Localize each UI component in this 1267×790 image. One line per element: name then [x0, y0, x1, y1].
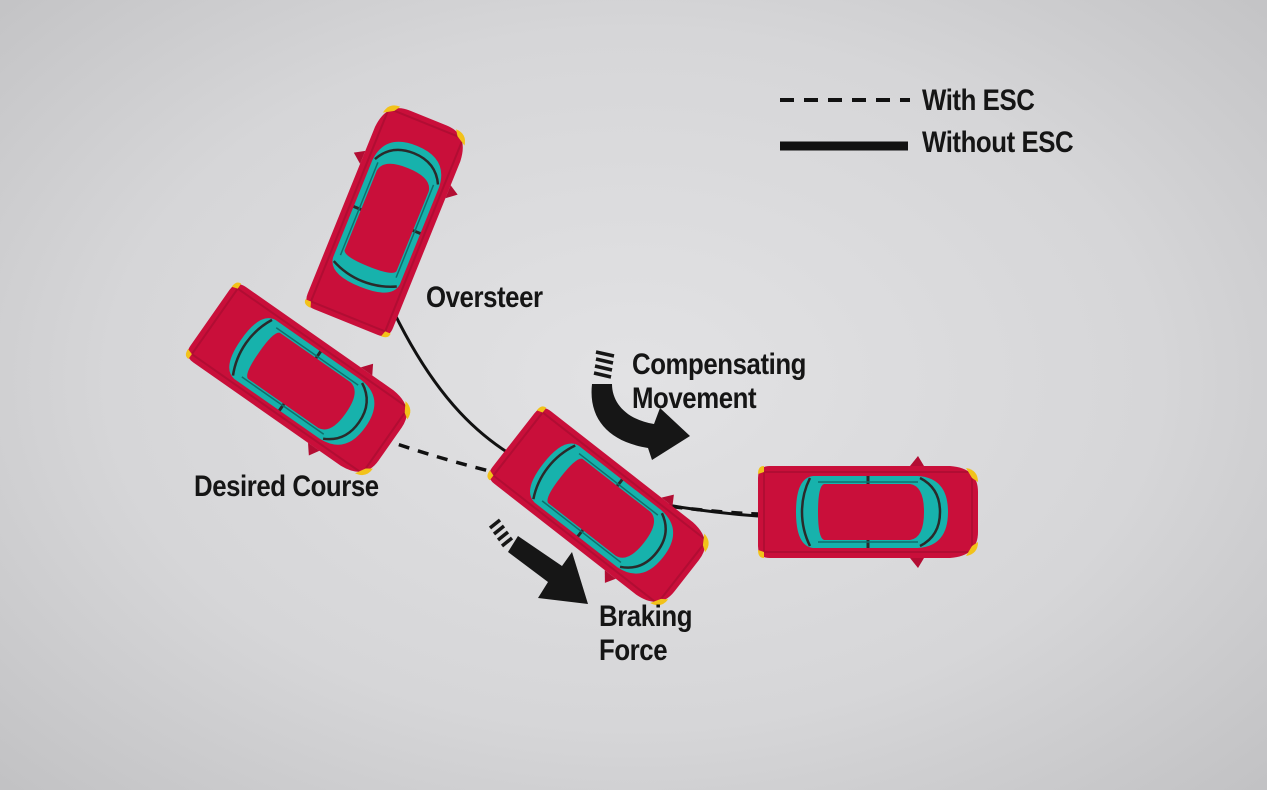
compensating-label-line2: Movement: [632, 382, 757, 415]
oversteer-label: Oversteer: [426, 281, 543, 314]
desired-course-label: Desired Course: [194, 470, 379, 503]
legend-without-esc-label: Without ESC: [922, 126, 1074, 159]
compensating-movement-label: Compensating Movement: [632, 348, 806, 416]
compensating-arrow-icon: [591, 350, 690, 460]
braking-label-line2: Force: [599, 634, 668, 667]
braking-label-line1: Braking: [599, 600, 693, 633]
braking-arrow-icon: [488, 518, 588, 604]
braking-force-label: Braking Force: [599, 600, 692, 668]
legend-with-esc-label: With ESC: [922, 84, 1035, 117]
car-right: [756, 454, 980, 570]
compensating-label-line1: Compensating: [632, 348, 807, 381]
